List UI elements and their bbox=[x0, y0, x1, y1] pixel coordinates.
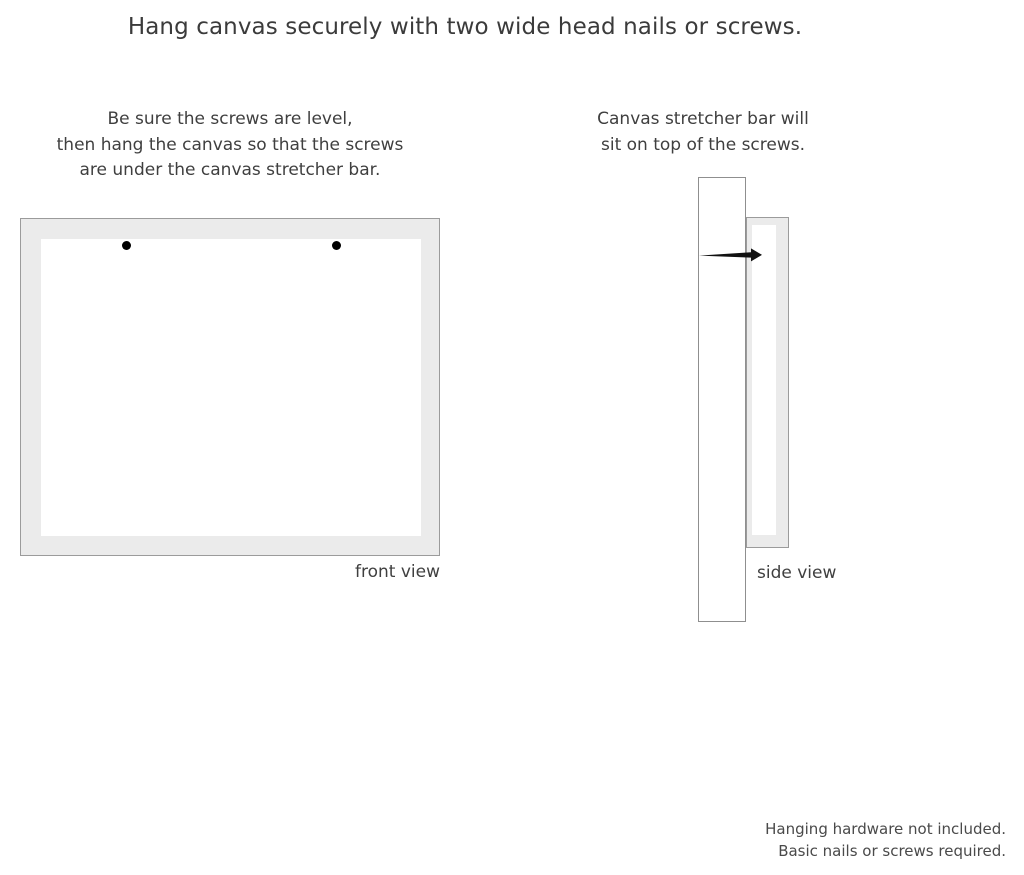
footer-line-2: Basic nails or screws required. bbox=[778, 842, 1006, 860]
side-view-caption: Canvas stretcher bar will sit on top of … bbox=[563, 107, 843, 158]
side-view-diagram bbox=[690, 170, 840, 640]
side-view-caption-line-2: sit on top of the screws. bbox=[600, 134, 806, 155]
canvas-frame-front bbox=[20, 218, 440, 556]
front-view-caption: Be sure the screws are level, then hang … bbox=[20, 107, 440, 184]
front-view-caption-line-3: are under the canvas stretcher bar. bbox=[79, 160, 381, 180]
nail-icon bbox=[699, 248, 763, 262]
footer-line-1: Hanging hardware not included. bbox=[765, 820, 1006, 838]
front-view-caption-line-2: then hang the canvas so that the screws bbox=[56, 134, 404, 155]
footer-note: Hanging hardware not included. Basic nai… bbox=[765, 818, 1006, 862]
page-title: Hang canvas securely with two wide head … bbox=[127, 14, 803, 40]
screw-head-left-icon bbox=[122, 241, 131, 250]
side-view-caption-line-1: Canvas stretcher bar will bbox=[597, 109, 809, 129]
wall-cross-section bbox=[698, 177, 746, 622]
canvas-stretcher-bar-inner-face bbox=[752, 225, 776, 535]
canvas-face bbox=[41, 239, 421, 536]
screw-head-right-icon bbox=[332, 241, 341, 250]
front-view-label: front view bbox=[355, 562, 440, 582]
front-view-caption-line-1: Be sure the screws are level, bbox=[107, 109, 353, 129]
front-view-diagram bbox=[20, 218, 440, 556]
side-view-label: side view bbox=[757, 563, 837, 583]
